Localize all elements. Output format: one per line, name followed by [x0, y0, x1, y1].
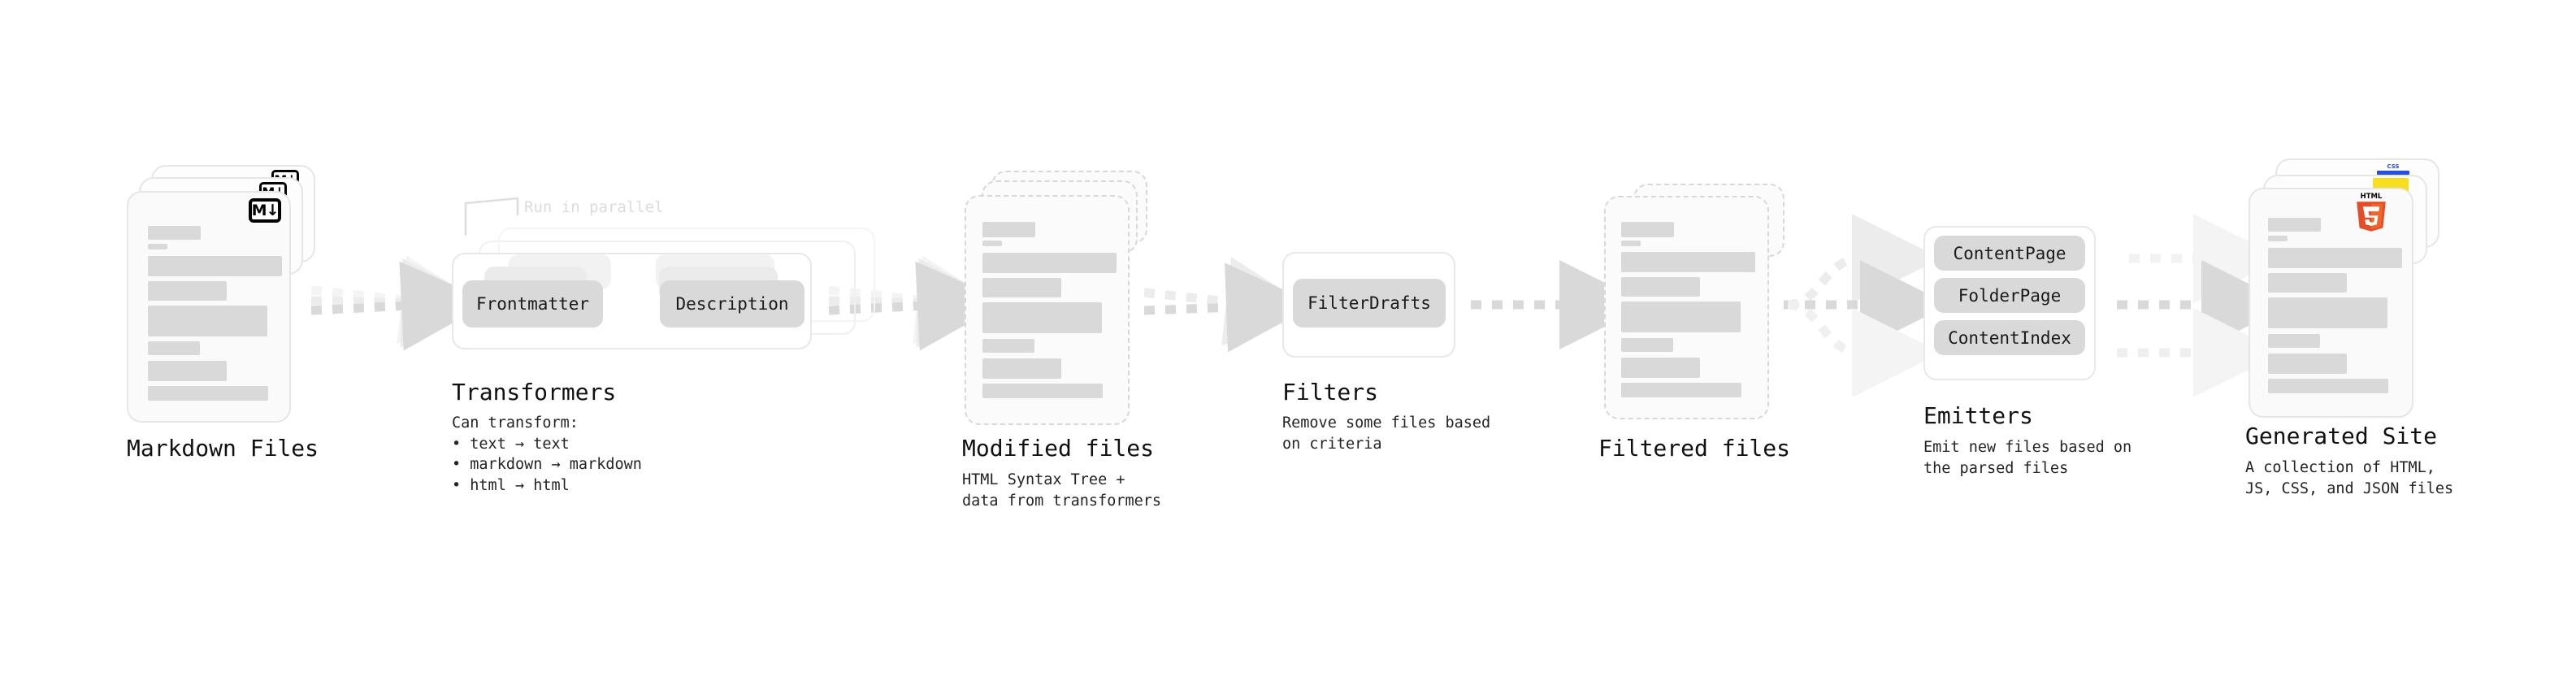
markdown-files-title: Markdown Files: [127, 435, 319, 462]
skeleton-line: [1621, 358, 1700, 378]
modified-files-subtitle: HTML Syntax Tree + data from transformer…: [962, 471, 1162, 510]
emitter-node-folderpage-label: FolderPage: [1958, 285, 2062, 306]
transformer-node-description[interactable]: Description: [660, 280, 804, 327]
skeleton-line: [148, 281, 227, 301]
skeleton-line: [1621, 383, 1741, 397]
css-logo-label: CSS: [2387, 163, 2400, 170]
generated-site-title: Generated Site: [2245, 423, 2438, 449]
skeleton-line: [1621, 222, 1674, 237]
css-logo: CSS: [2377, 162, 2409, 175]
skeleton-line: [2268, 248, 2402, 268]
skeleton-line: [148, 226, 201, 240]
skeleton-line: [982, 358, 1061, 379]
connector-modified-to-filters: [1143, 257, 1316, 353]
emitter-node-contentindex-label: ContentIndex: [1948, 327, 2071, 348]
emitters-title: Emitters: [1923, 402, 2033, 429]
skeleton-line: [2268, 334, 2320, 348]
emitters-subtitle: Emit new files based on the parsed files: [1923, 439, 2132, 477]
emitter-node-folderpage[interactable]: FolderPage: [1934, 278, 2085, 313]
connector-emitters-to-site: [2117, 214, 2291, 397]
emitter-node-contentpage-label: ContentPage: [1953, 243, 2066, 263]
skeleton-line: [148, 361, 227, 381]
connector-filtered-to-emitters: [1784, 214, 1949, 397]
skeleton-line: [982, 241, 1002, 246]
skeleton-line: [2268, 218, 2321, 232]
modified-files-title: Modified files: [962, 435, 1155, 462]
skeleton-line: [1621, 241, 1641, 246]
skeleton-line: [982, 384, 1103, 398]
emitter-node-contentpage[interactable]: ContentPage: [1934, 236, 2085, 271]
skeleton-line: [2268, 236, 2288, 241]
connector-md-to-transformers: [310, 255, 491, 351]
skeleton-line: [148, 386, 268, 401]
skeleton-line: [982, 253, 1117, 273]
skeleton-line: [148, 306, 267, 336]
skeleton-line: [1621, 277, 1700, 297]
skeleton-line: [1621, 301, 1741, 332]
skeleton-line: [982, 302, 1102, 333]
skeleton-line: [2268, 297, 2387, 328]
transformers-title: Transformers: [452, 379, 617, 406]
markdown-logo-front: M↓: [249, 198, 281, 223]
skeleton-line: [1621, 338, 1673, 352]
html5-logo: HTML: [2353, 191, 2389, 233]
svg-text:HTML: HTML: [2361, 192, 2383, 200]
transformer-node-frontmatter-label: Frontmatter: [475, 294, 590, 314]
transformer-node-frontmatter[interactable]: Frontmatter: [462, 280, 603, 327]
markdown-logo-label: M↓: [251, 201, 280, 219]
generated-site-subtitle: A collection of HTML, JS, CSS, and JSON …: [2245, 459, 2454, 497]
filters-subtitle: Remove some files based on criteria: [1282, 414, 1491, 453]
css-logo-bar: [2377, 171, 2409, 175]
skeleton-line: [1621, 252, 1755, 272]
skeleton-line: [148, 341, 200, 355]
emitter-node-contentindex[interactable]: ContentIndex: [1934, 320, 2085, 355]
filter-node-filterdrafts-label: FilterDrafts: [1308, 293, 1431, 313]
skeleton-line: [2268, 354, 2347, 374]
run-in-parallel-annotation: Run in parallel: [524, 198, 664, 216]
skeleton-line: [2268, 273, 2347, 293]
skeleton-line: [2268, 379, 2388, 393]
skeleton-line: [148, 244, 167, 249]
skeleton-line: [982, 278, 1061, 297]
transformers-subtitle: Can transform: • text → text • markdown …: [452, 414, 642, 494]
filters-title: Filters: [1282, 379, 1379, 406]
skeleton-line: [982, 339, 1034, 353]
skeleton-line: [982, 222, 1035, 237]
transformer-node-description-label: Description: [675, 294, 789, 314]
skeleton-line: [148, 256, 282, 276]
filter-node-filterdrafts[interactable]: FilterDrafts: [1293, 279, 1446, 327]
filtered-files-title: Filtered files: [1598, 435, 1791, 462]
